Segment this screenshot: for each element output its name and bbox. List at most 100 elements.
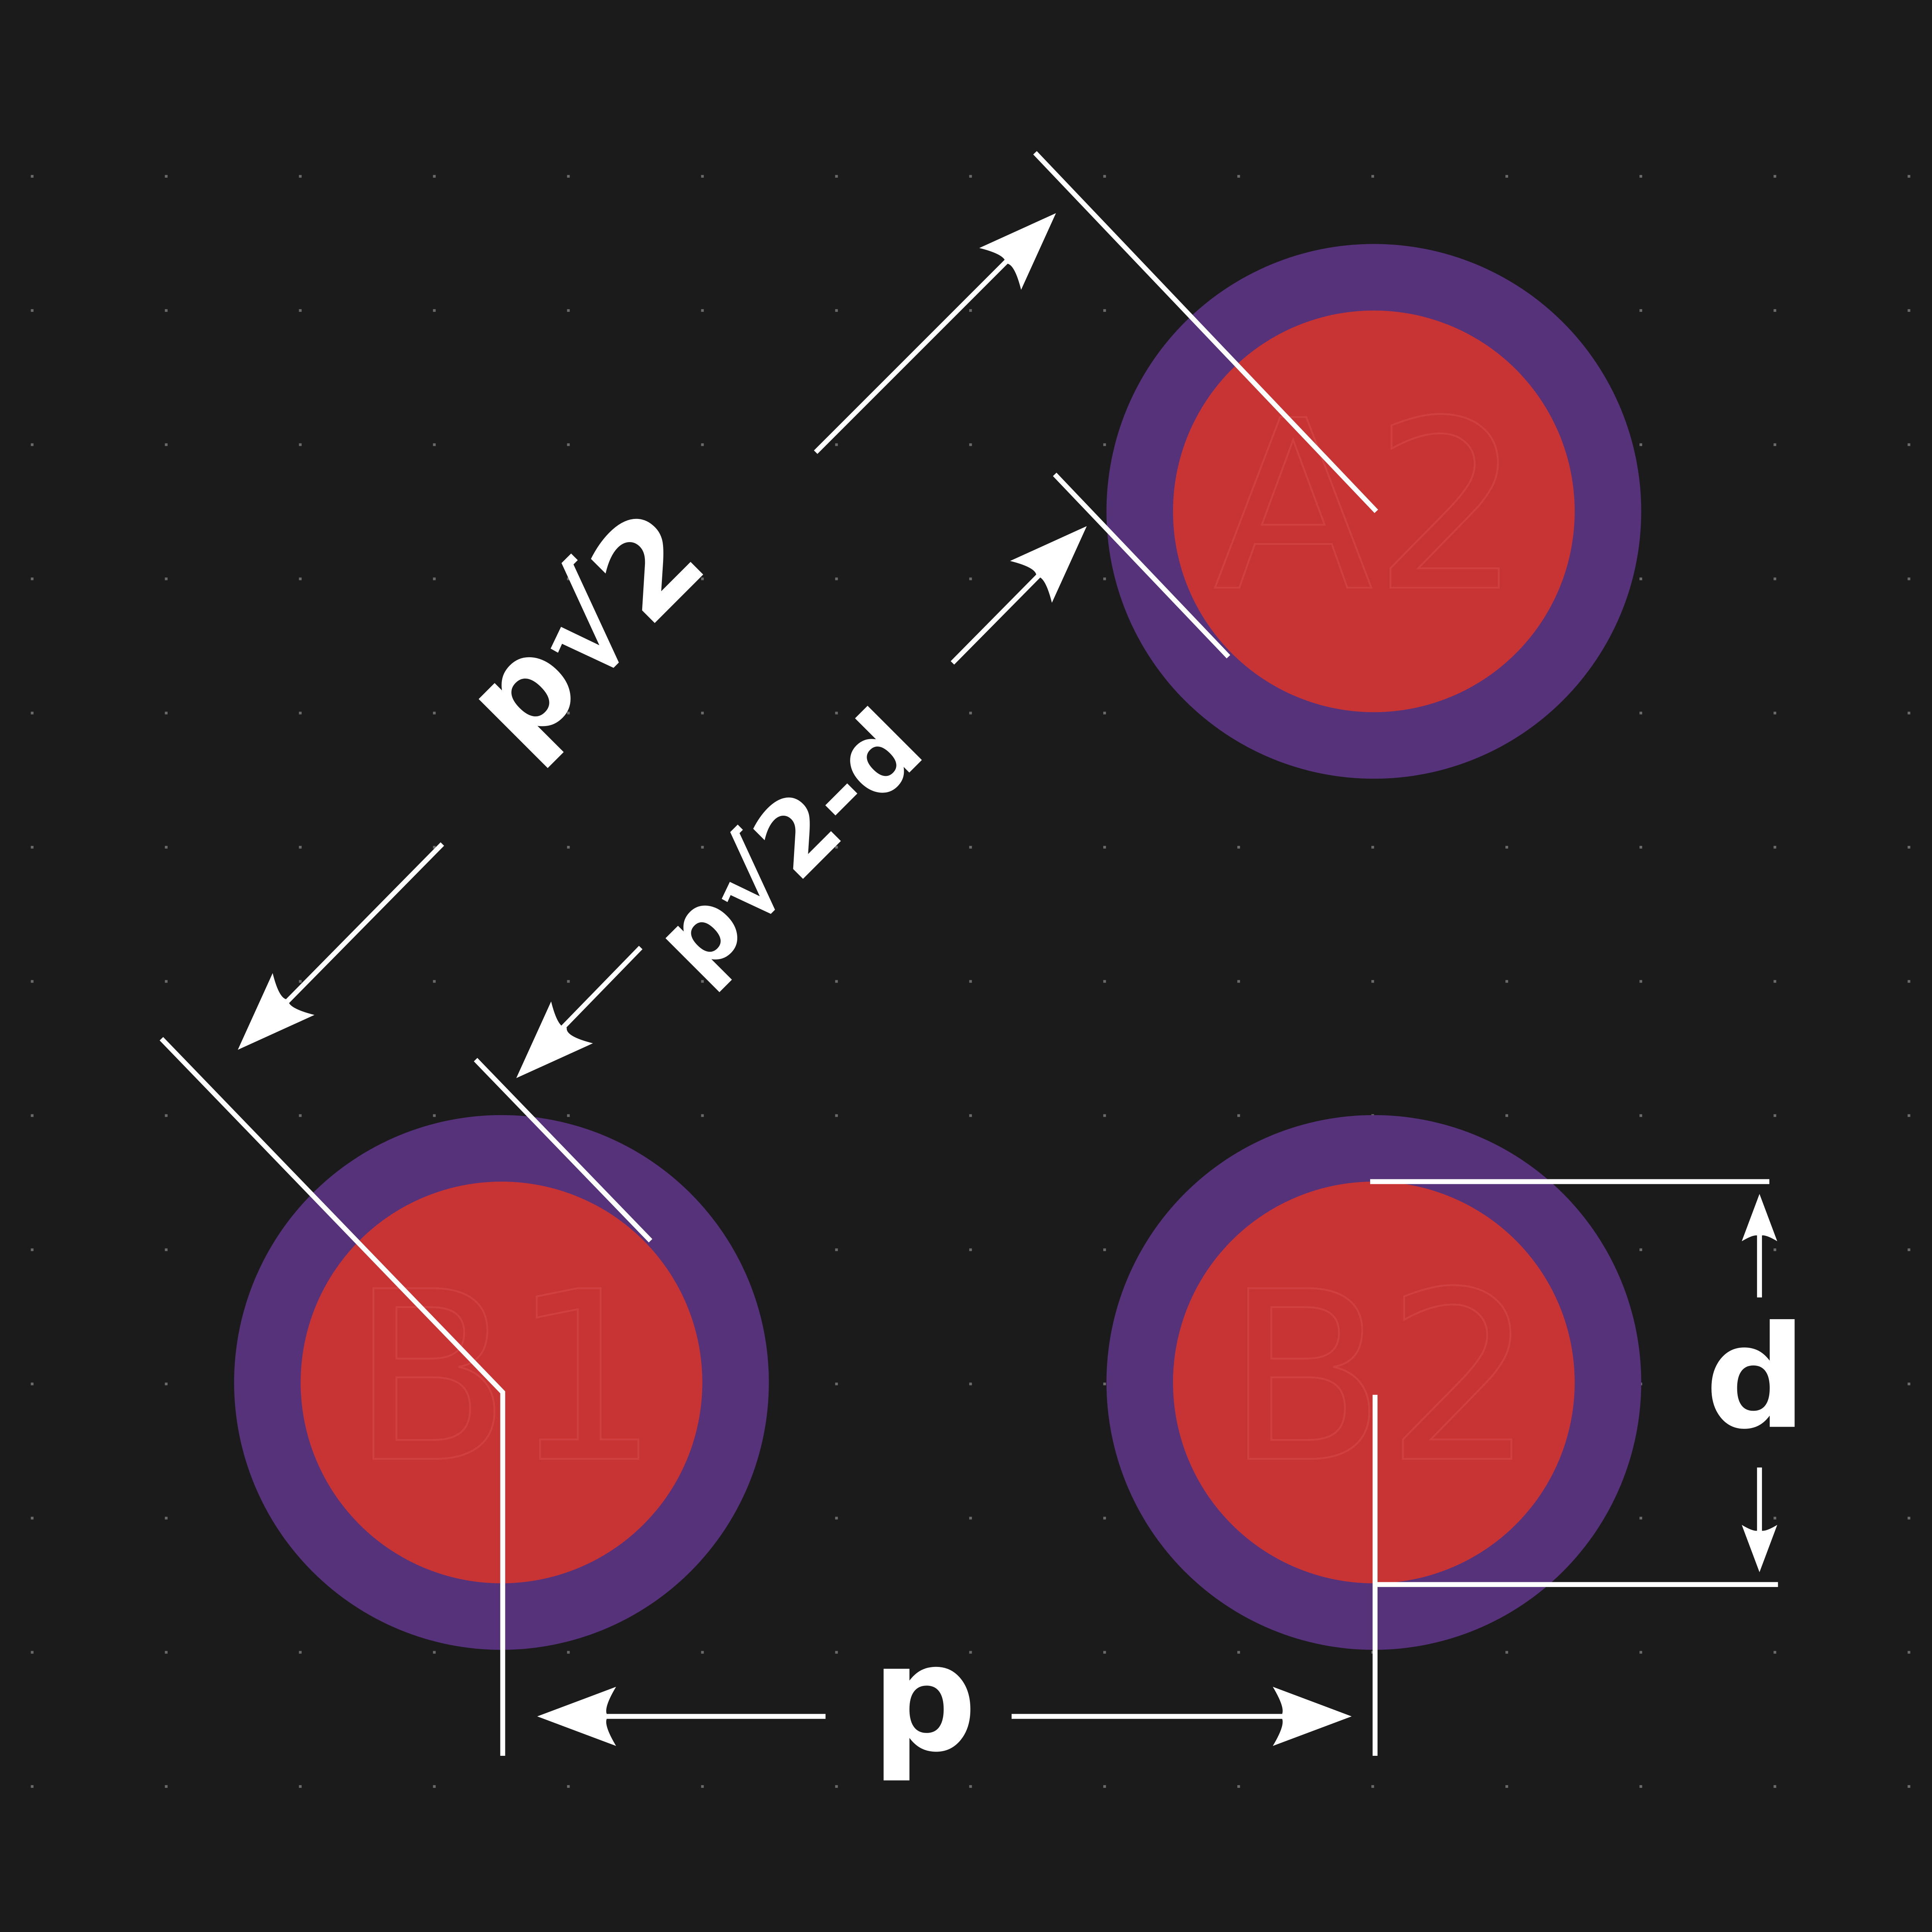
grid-dot: [567, 175, 570, 178]
grid-dot: [969, 577, 972, 580]
grid-dot: [299, 1651, 302, 1654]
grid-dot: [835, 1785, 838, 1788]
grid-dot: [835, 1383, 838, 1386]
pad-b2-label: B2: [1225, 1242, 1535, 1514]
grid-dot: [1103, 1248, 1106, 1251]
grid-dot: [1773, 1248, 1776, 1251]
grid-dot: [31, 175, 34, 178]
grid-dot: [1773, 846, 1776, 849]
grid-dot: [969, 309, 972, 312]
grid-dot: [701, 577, 704, 580]
grid-dot: [1237, 175, 1240, 178]
grid-dot: [969, 1651, 972, 1654]
pad-a2-label: A2: [1213, 371, 1522, 643]
grid-dot: [1773, 1383, 1776, 1386]
grid-dot: [701, 846, 704, 849]
grid-dot: [31, 1248, 34, 1251]
grid-dot: [1773, 711, 1776, 714]
arrowhead-pitch-left: [537, 1687, 616, 1746]
grid-dot: [433, 309, 436, 312]
grid-dot: [1773, 443, 1776, 446]
label-pitch: p: [871, 1613, 977, 1785]
grid-dot: [31, 1651, 34, 1654]
grid-dot: [969, 1785, 972, 1788]
grid-dot: [433, 980, 436, 983]
grid-dot: [31, 980, 34, 983]
grid-dot: [1907, 1383, 1910, 1386]
grid-dot: [299, 846, 302, 849]
grid-dot: [1639, 577, 1642, 580]
grid-dot: [1103, 175, 1106, 178]
grid-dot: [31, 1785, 34, 1788]
grid-dot: [835, 1517, 838, 1520]
arrowhead-diameter-bottom: [1742, 1525, 1777, 1572]
grid-dot: [1237, 1785, 1240, 1788]
grid-dot: [835, 175, 838, 178]
grid-dot: [1639, 1248, 1642, 1251]
grid-dot: [165, 846, 168, 849]
grid-dot: [1907, 1248, 1910, 1251]
grid-dot: [31, 443, 34, 446]
grid-dot: [433, 1785, 436, 1788]
grid-dot: [1907, 711, 1910, 714]
extension-line-b1-center: [160, 1037, 505, 1756]
grid-dot: [567, 1651, 570, 1654]
grid-dot: [835, 1651, 838, 1654]
grid-dot: [1639, 1517, 1642, 1520]
grid-dot: [165, 1248, 168, 1251]
grid-dot: [299, 309, 302, 312]
grid-dot: [1773, 980, 1776, 983]
grid-dot: [969, 980, 972, 983]
grid-dot: [567, 846, 570, 849]
grid-dot: [969, 711, 972, 714]
grid-dot: [1103, 443, 1106, 446]
grid-dot: [701, 1651, 704, 1654]
grid-dot: [433, 1651, 436, 1654]
grid-dot: [567, 1114, 570, 1117]
grid-dot: [1505, 1651, 1509, 1654]
grid-dot: [1505, 846, 1509, 849]
grid-dot: [701, 309, 704, 312]
grid-dot: [1103, 1785, 1106, 1788]
grid-dot: [567, 443, 570, 446]
arrowhead-diagonal-gap-lower: [516, 1001, 593, 1078]
pad-b1: B1: [234, 1115, 769, 1650]
grid-dot: [1639, 846, 1642, 849]
grid-dot: [1639, 1114, 1642, 1117]
grid-dot: [1371, 980, 1374, 983]
grid-dot: [835, 711, 838, 714]
grid-dot: [165, 1517, 168, 1520]
grid-dot: [165, 309, 168, 312]
grid-dot: [165, 711, 168, 714]
grid-dot: [1907, 175, 1910, 178]
arrowhead-diameter-top: [1742, 1194, 1777, 1242]
grid-dot: [1907, 980, 1910, 983]
grid-dot: [299, 980, 302, 983]
grid-dot: [567, 980, 570, 983]
grid-dot: [835, 309, 838, 312]
grid-dot: [1505, 980, 1509, 983]
grid-dot: [1907, 846, 1910, 849]
grid-dot: [1907, 1517, 1910, 1520]
grid-dot: [1639, 175, 1642, 178]
grid-dot: [165, 443, 168, 446]
grid-dot: [299, 1785, 302, 1788]
grid-dot: [1639, 309, 1642, 312]
grid-dot: [433, 443, 436, 446]
extension-line-a2-center: [1033, 151, 1378, 513]
dim-line-diagonal-pitch-upper: [814, 250, 1019, 454]
grid-dot: [1907, 1651, 1910, 1654]
grid-dot: [31, 1114, 34, 1117]
grid-dot: [1237, 980, 1240, 983]
grid-dot: [31, 1383, 34, 1386]
arrowhead-diagonal-gap-upper: [1010, 526, 1087, 603]
grid-dot: [701, 175, 704, 178]
pad-b2: B2: [1106, 1115, 1641, 1650]
grid-dot: [1237, 1114, 1240, 1117]
grid-dot: [969, 1248, 972, 1251]
grid-dot: [1103, 1383, 1106, 1386]
grid-dot: [165, 1114, 168, 1117]
grid-dot: [299, 577, 302, 580]
grid-dot: [835, 1248, 838, 1251]
